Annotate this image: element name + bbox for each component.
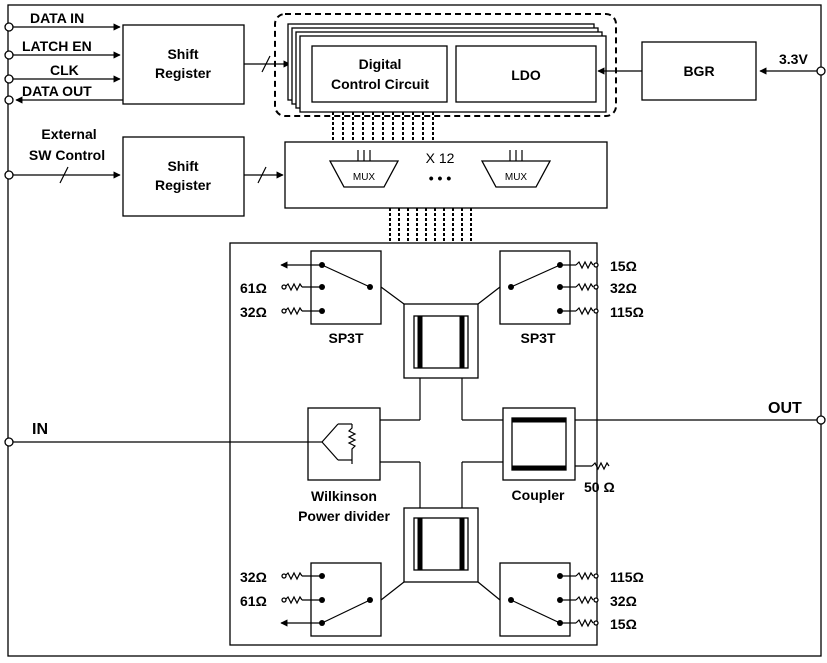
control-bus-bottom	[389, 208, 472, 243]
ext-sw-line2: SW Control	[29, 147, 105, 163]
pin-out	[816, 415, 826, 425]
ldo-label: LDO	[511, 67, 541, 83]
mux-right: MUX	[480, 150, 552, 188]
mux-dots: • • •	[429, 170, 452, 186]
shift-register-top-line1: Shift	[167, 46, 198, 62]
output-coupler	[502, 407, 576, 481]
br-load-15: 15Ω	[610, 616, 637, 632]
in-label: IN	[32, 421, 48, 438]
shift-register-bottom-line2: Register	[155, 177, 212, 193]
wilkinson-divider	[307, 407, 381, 481]
out-label: OUT	[768, 400, 802, 417]
sp3t-top-right	[499, 250, 599, 325]
supply-label: 3.3V	[779, 51, 808, 67]
pin-data-out-label: DATA OUT	[22, 83, 92, 99]
shift-register-top-line2: Register	[155, 65, 212, 81]
sp3t-bottom-right	[499, 562, 599, 637]
bgr-block	[641, 41, 757, 101]
tr-load-32: 32Ω	[610, 280, 637, 296]
shift-register-bottom-line1: Shift	[167, 158, 198, 174]
shift-register-bottom	[122, 136, 245, 217]
digital-control-circuit	[311, 45, 448, 103]
tr-load-15: 15Ω	[610, 258, 637, 274]
digital-control-line2: Control Circuit	[331, 76, 429, 92]
coupler-load-label: 50 Ω	[584, 479, 615, 495]
coupler-bottom	[403, 507, 479, 583]
mux-left-label: MUX	[353, 172, 376, 183]
ldo-block	[455, 45, 597, 103]
tl-load-61: 61Ω	[240, 280, 267, 296]
pin-latch-en: LATCH EN	[4, 38, 121, 60]
sp3t-top-left	[280, 250, 382, 325]
pin-clk-label: CLK	[50, 62, 79, 78]
bl-load-61: 61Ω	[240, 593, 267, 609]
control-group-outline	[274, 13, 617, 117]
mux-right-label: MUX	[505, 172, 528, 183]
tr-load-115: 115Ω	[610, 304, 644, 320]
coupler-top	[403, 303, 479, 379]
sp3t-top-left-label: SP3T	[328, 330, 363, 346]
ext-sw-line1: External	[41, 126, 96, 142]
digital-control-line1: Digital	[359, 56, 402, 72]
pin-data-in: DATA IN	[4, 10, 121, 32]
pin-supply	[816, 66, 826, 76]
pin-clk: CLK	[4, 62, 121, 84]
wilkinson-line1: Wilkinson	[311, 488, 377, 504]
br-load-115: 115Ω	[610, 569, 644, 585]
sp3t-bottom-left	[280, 562, 382, 637]
bgr-label: BGR	[683, 63, 714, 79]
br-load-32: 32Ω	[610, 593, 637, 609]
tl-load-32: 32Ω	[240, 304, 267, 320]
pin-in	[4, 437, 14, 447]
pin-data-in-label: DATA IN	[30, 10, 84, 26]
wilkinson-line2: Power divider	[298, 508, 390, 524]
mux-count: X 12	[426, 150, 455, 166]
pin-data-out: DATA OUT	[4, 83, 123, 105]
coupler-label: Coupler	[512, 487, 565, 503]
sp3t-top-right-label: SP3T	[520, 330, 555, 346]
pin-ext-sw	[4, 170, 14, 180]
bl-load-32: 32Ω	[240, 569, 267, 585]
pin-latch-en-label: LATCH EN	[22, 38, 92, 54]
control-bus-top	[332, 112, 434, 142]
mux-left: MUX	[328, 150, 400, 188]
